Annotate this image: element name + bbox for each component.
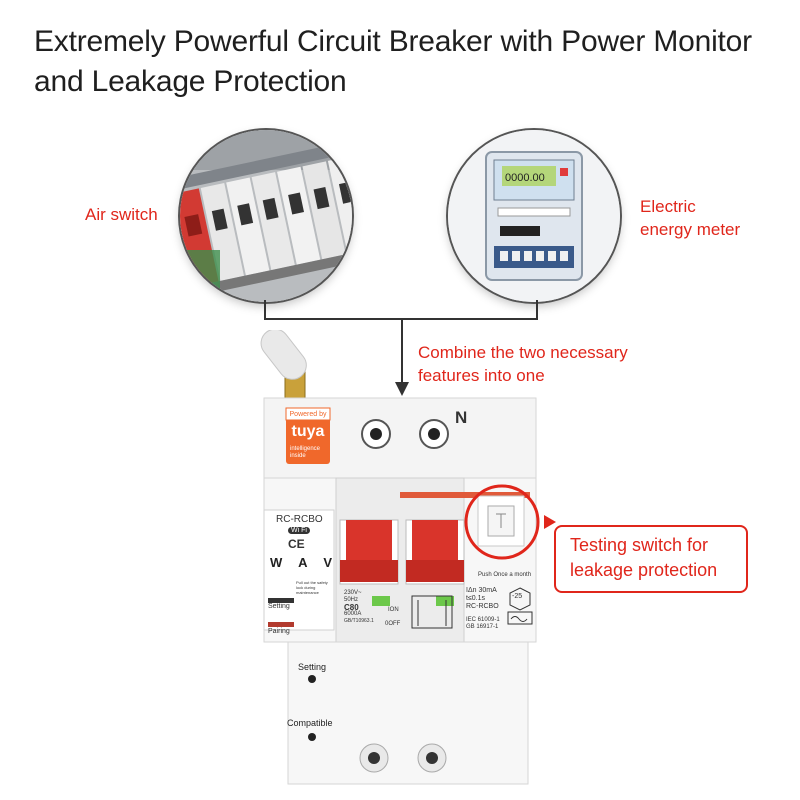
down-arrow-icon xyxy=(395,318,409,396)
standard-iec: IEC 61009-1 xyxy=(466,617,500,623)
testing-callout-line2: leakage protection xyxy=(570,560,718,580)
spec-standard: GB/T10963.1 xyxy=(344,618,374,624)
spec-capacity: 6000A xyxy=(344,611,362,617)
trip-time: t≤0.1s xyxy=(466,595,486,602)
spec-voltage: 230V~ xyxy=(344,590,362,596)
air-switch-label: Air switch xyxy=(85,205,158,224)
testing-callout-line1: Testing switch for xyxy=(570,535,709,555)
rating-right-block: IΔn 30mA t≤0.1s RC-RCBO xyxy=(466,587,499,611)
off-label: 0OFF xyxy=(385,621,401,627)
standard-gb: GB 16917-1 xyxy=(466,624,499,630)
setting-button-label: Setting xyxy=(298,662,327,672)
ce-mark: CE xyxy=(288,537,305,551)
leak-current: IΔn 30mA xyxy=(466,587,497,594)
spec-block: 230V~ 50Hz C80 6000A GB/T10963.1 xyxy=(344,590,374,625)
model-label: RC-RCBO xyxy=(276,514,323,525)
tuya-powered-by: Powered by xyxy=(289,411,327,418)
air-switch-photo xyxy=(180,130,352,302)
energy-meter-photo: 0000.00 xyxy=(448,130,620,302)
model-right: RC-RCBO xyxy=(466,603,499,610)
safety-note: Pull out the safety lock during maintena… xyxy=(296,580,328,595)
test-switch-highlight xyxy=(464,484,556,560)
circuit-breaker-device xyxy=(260,330,537,785)
on-label: ION xyxy=(388,607,399,613)
tuya-logo-text: tuya xyxy=(291,423,325,440)
push-note: Push Once a month xyxy=(478,572,532,578)
combine-label-line2: features into one xyxy=(418,366,545,385)
temperature-label: -25 xyxy=(512,593,523,600)
unit-watt: W xyxy=(270,555,283,570)
testing-switch-callout: Testing switch for leakage protection xyxy=(554,525,748,593)
page-title: Extremely Powerful Circuit Breaker with … xyxy=(34,25,752,98)
setting-small-label: Setting xyxy=(268,603,290,610)
energy-meter-illustration: 0000.00 xyxy=(448,130,620,302)
antenna xyxy=(260,330,307,399)
combine-label-line1: Combine the two necessary xyxy=(418,343,628,362)
wifi-badge: Wi Fi xyxy=(288,527,310,534)
energy-meter-label-line2: energy meter xyxy=(640,220,741,239)
unit-volt: V xyxy=(323,555,332,570)
pairing-small-label: Pairing xyxy=(268,628,290,635)
neutral-terminal-label: N xyxy=(455,408,468,427)
air-switch-illustration xyxy=(180,130,352,302)
svg-text:0000.00: 0000.00 xyxy=(505,172,545,184)
unit-amp: A xyxy=(298,555,308,570)
standards-block: IEC 61009-1 GB 16917-1 xyxy=(466,617,500,631)
energy-meter-label-line1: Electric xyxy=(640,197,696,216)
breaker-handles xyxy=(339,519,465,585)
joining-bracket xyxy=(264,300,538,320)
units-row: W A V xyxy=(270,555,332,570)
compatible-button-label: Compatible xyxy=(287,718,333,728)
spec-rating: C80 xyxy=(344,603,359,612)
tuya-intelligence-text: intelligence inside xyxy=(290,446,321,459)
spec-frequency: 50Hz xyxy=(344,597,359,603)
